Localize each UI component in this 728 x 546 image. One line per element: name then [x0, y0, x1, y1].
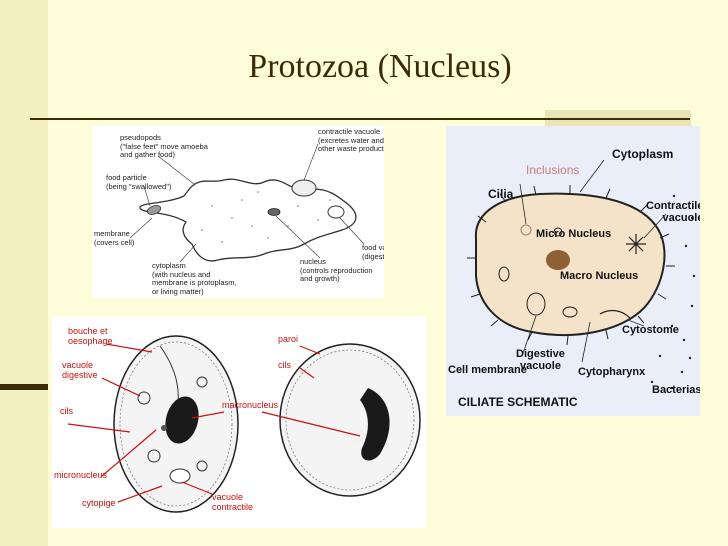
left-accent-line [0, 384, 48, 390]
ciliate-label-digestive-vacuole: Digestive vacuole [516, 348, 565, 372]
paramecium-diagram: bouche et oesophage vacuole digestive ci… [52, 316, 426, 528]
amoeba-label-cytoplasm: cytoplasm (with nucleus and membrane is … [152, 262, 237, 296]
amoeba-diagram: pseudopods ("false feet" move amoeba and… [92, 126, 384, 298]
amoeba-label-contractile-vacuole: contractile vacuole (excretes water and … [318, 128, 384, 154]
paramecium-label-macronucleus: macronucleus [222, 400, 278, 410]
paramecium-label-cils-right: cils [278, 360, 291, 370]
ciliate-label-cytostome: Cytostome [622, 324, 679, 336]
amoeba-label-pseudopods: pseudopods ("false feet" move amoeba and… [120, 134, 208, 160]
ciliate-schematic: Inclusions Cytoplasm Cilia Contractile v… [446, 126, 700, 416]
amoeba-label-nucleus: nucleus (controls reproduction and growt… [300, 258, 373, 284]
ciliate-label-inclusions: Inclusions [526, 164, 579, 176]
ciliate-label-cytoplasm: Cytoplasm [612, 148, 673, 160]
ciliate-schematic-title: CILIATE SCHEMATIC [458, 396, 578, 408]
ciliate-label-bacterias: Bacterias [652, 384, 700, 396]
paramecium-label-cils-left: cils [60, 406, 73, 416]
ciliate-label-contractile-vacuole: Contractile vacuole [646, 200, 700, 224]
ciliate-label-micro-nucleus: Micro Nucleus [536, 228, 611, 240]
paramecium-label-cytopige: cytopige [82, 498, 116, 508]
amoeba-label-food-particle: food particle (being "swallowed") [106, 174, 171, 191]
ciliate-label-cilia: Cilia [488, 188, 513, 200]
paramecium-label-paroi: paroi [278, 334, 298, 344]
paramecium-label-bouche: bouche et oesophage [68, 326, 113, 346]
paramecium-label-micronucleus: micronucleus [54, 470, 107, 480]
left-decor-bar-lower [0, 390, 48, 546]
amoeba-label-membrane: membrane (covers cell) [94, 230, 134, 247]
slide-title: Protozoa (Nucleus) [0, 48, 728, 86]
paramecium-label-vacuole-contractile: vacuole contractile [212, 492, 253, 512]
paramecium-label-vacuole-digestive: vacuole digestive [62, 360, 98, 380]
title-rule [30, 118, 690, 120]
ciliate-label-cytopharynx: Cytopharynx [578, 366, 645, 378]
ciliate-label-macro-nucleus: Macro Nucleus [560, 270, 638, 282]
